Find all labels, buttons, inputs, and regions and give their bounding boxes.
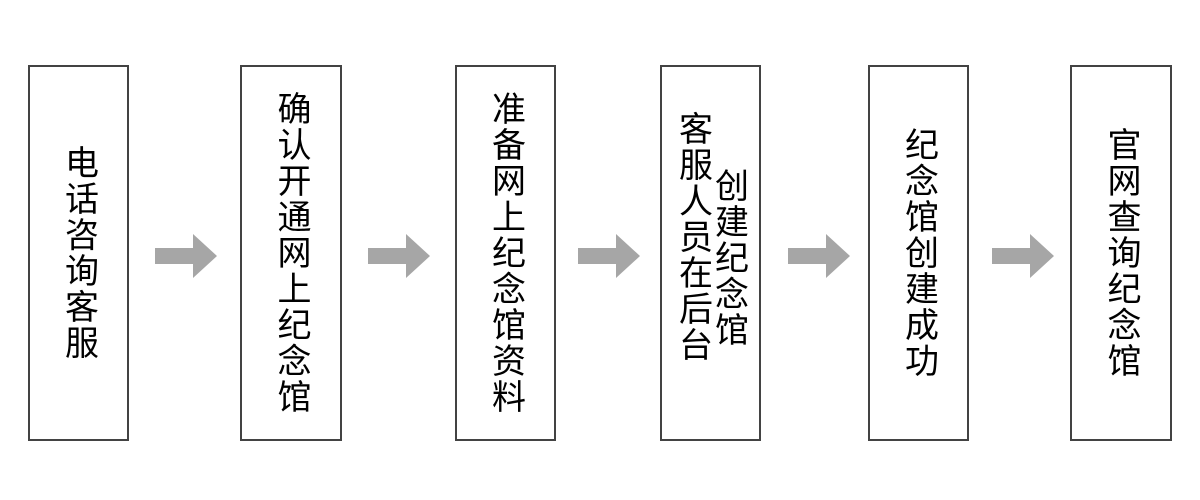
flow-node-label-column-2: 创建纪念馆 [708, 168, 749, 348]
flow-node-staff-creates-memorial-backend[interactable]: 客服人员在后台 创建纪念馆 [660, 65, 761, 441]
flow-node-label: 纪念馆创建成功 [898, 127, 939, 379]
arrow-node3-to-node4 [578, 232, 640, 280]
arrow-node5-to-node6 [992, 232, 1054, 280]
flow-node-label: 官网查询纪念馆 [1101, 127, 1142, 379]
arrow-node4-to-node5 [788, 232, 850, 280]
flow-node-memorial-created-successfully[interactable]: 纪念馆创建成功 [868, 65, 969, 441]
flow-node-prepare-memorial-materials[interactable]: 准备网上纪念馆资料 [455, 65, 556, 441]
flow-node-label: 准备网上纪念馆资料 [485, 91, 526, 415]
flow-node-query-memorial-on-official-site[interactable]: 官网查询纪念馆 [1070, 65, 1172, 441]
arrow-node1-to-node2 [155, 232, 217, 280]
flow-node-label-column-1: 客服人员在后台 [672, 111, 713, 363]
flow-node-confirm-open-online-memorial[interactable]: 确认开通网上纪念馆 [240, 65, 342, 441]
flow-node-phone-consult-service[interactable]: 电话咨询客服 [28, 65, 129, 441]
flow-node-label: 电话咨询客服 [58, 145, 99, 361]
flow-node-label: 确认开通网上纪念馆 [271, 91, 312, 415]
arrow-node2-to-node3 [368, 232, 430, 280]
